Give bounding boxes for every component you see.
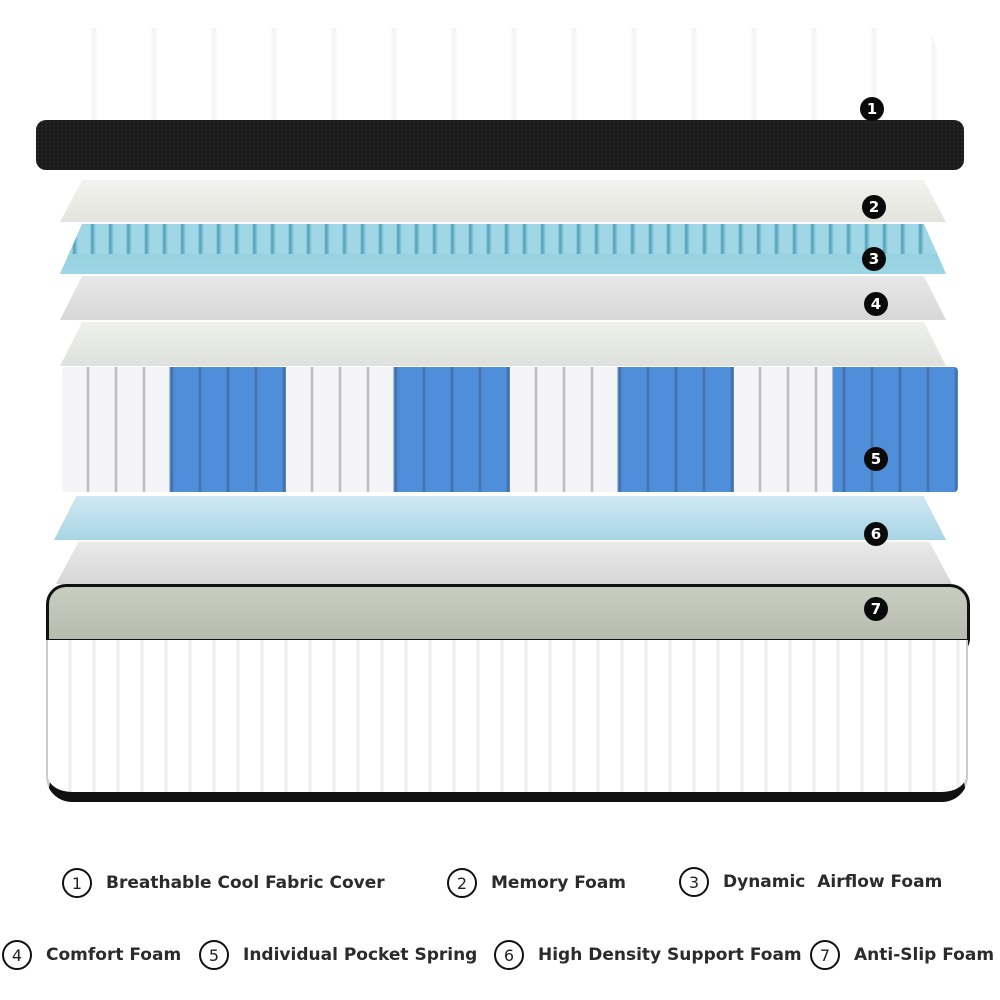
marker-6-icon: 6 bbox=[864, 522, 888, 546]
circled-1-icon: 1 bbox=[62, 868, 92, 898]
layer-4-comfort-foam-lower bbox=[60, 322, 946, 366]
legend-label-6: High Density Support Foam bbox=[538, 945, 802, 965]
circled-7-icon: 7 bbox=[810, 940, 840, 970]
layer-1-fabric-cover-top bbox=[38, 28, 958, 128]
circled-3-icon: 3 bbox=[679, 867, 709, 897]
layer-6-support-foam bbox=[54, 496, 946, 540]
legend-label-2: Memory Foam bbox=[491, 873, 627, 893]
legend-item-3: 3 Dynamic Airflow Foam bbox=[679, 867, 942, 897]
marker-4-icon: 4 bbox=[864, 292, 888, 316]
circled-4-icon: 4 bbox=[2, 940, 32, 970]
layer-3-airflow-foam bbox=[60, 224, 946, 274]
circled-5-icon: 5 bbox=[199, 940, 229, 970]
legend-item-6: 6 High Density Support Foam bbox=[494, 940, 802, 970]
legend-label-4: Comfort Foam bbox=[46, 945, 182, 965]
layer-2-memory-foam bbox=[60, 180, 946, 222]
marker-2-icon: 2 bbox=[862, 195, 886, 219]
legend-item-4: 4 Comfort Foam bbox=[2, 940, 181, 970]
legend-label-3: Dynamic Airflow Foam bbox=[723, 872, 943, 892]
layer-1-fabric-cover-band bbox=[36, 120, 964, 170]
marker-1-icon: 1 bbox=[860, 97, 884, 121]
marker-7-icon: 7 bbox=[864, 597, 888, 621]
legend-item-2: 2 Memory Foam bbox=[447, 868, 626, 898]
layer-7-foam-sheet bbox=[56, 542, 952, 584]
layer-4-comfort-foam bbox=[60, 276, 946, 320]
layer-5-pocket-springs bbox=[62, 367, 958, 492]
mattress-base bbox=[46, 640, 968, 802]
marker-5-icon: 5 bbox=[864, 447, 888, 471]
legend-item-1: 1 Breathable Cool Fabric Cover bbox=[62, 868, 385, 898]
legend-label-7: Anti-Slip Foam bbox=[854, 945, 995, 965]
marker-3-icon: 3 bbox=[862, 247, 886, 271]
circled-6-icon: 6 bbox=[494, 940, 524, 970]
legend-label-1: Breathable Cool Fabric Cover bbox=[106, 873, 385, 893]
legend-item-7: 7 Anti-Slip Foam bbox=[810, 940, 994, 970]
legend-label-5: Individual Pocket Spring bbox=[243, 945, 478, 965]
legend-item-5: 5 Individual Pocket Spring bbox=[199, 940, 477, 970]
circled-2-icon: 2 bbox=[447, 868, 477, 898]
